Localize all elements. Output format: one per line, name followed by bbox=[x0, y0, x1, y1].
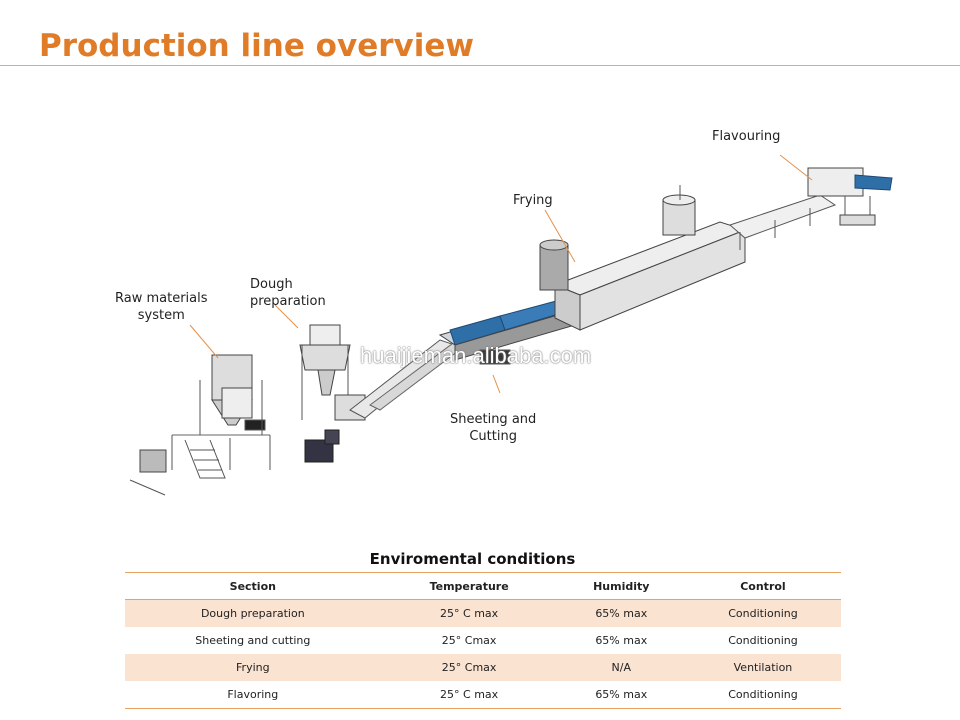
dough-preparation-equipment bbox=[299, 324, 366, 463]
table-row: Flavoring 25° C max 65% max Conditioning bbox=[125, 681, 841, 709]
table-cell: 65% max bbox=[557, 681, 685, 709]
table-row: Dough preparation 25° C max 65% max Cond… bbox=[125, 599, 841, 627]
sheeting-cutting-equipment bbox=[438, 299, 577, 365]
cooling-conveyor bbox=[729, 194, 837, 250]
watermark: huaijieman.alibaba.com bbox=[360, 343, 592, 368]
flavouring-equipment bbox=[807, 167, 893, 226]
label-raw-materials: Raw materials system bbox=[115, 291, 208, 323]
table-cell: Conditioning bbox=[684, 599, 841, 627]
title-divider bbox=[0, 65, 960, 66]
table-cell: N/A bbox=[557, 654, 685, 681]
production-line-diagram bbox=[129, 154, 893, 496]
table-title: Enviromental conditions bbox=[369, 550, 576, 568]
page-title: Production line overview bbox=[39, 28, 474, 64]
table-row: Sheeting and cutting 25° Cmax 65% max Co… bbox=[125, 627, 841, 654]
table-cell: Flavoring bbox=[125, 681, 381, 709]
table-cell: Conditioning bbox=[684, 681, 841, 709]
column-header: Control bbox=[684, 572, 841, 600]
column-header: Temperature bbox=[380, 572, 558, 600]
table-cell: 25° Cmax bbox=[441, 634, 497, 647]
environmental-conditions-table: Section Temperature Humidity Control Dou… bbox=[125, 572, 841, 709]
table-header-row: Section Temperature Humidity Control bbox=[125, 572, 841, 600]
table-row: Frying 25° Cmax N/A Ventilation bbox=[125, 654, 841, 681]
label-frying: Frying bbox=[513, 193, 553, 208]
table-cell: 25° C max bbox=[380, 599, 558, 627]
label-flavouring: Flavouring bbox=[712, 129, 781, 144]
raw-materials-equipment bbox=[129, 354, 271, 496]
table-cell: Frying bbox=[125, 654, 381, 681]
table-cell: Sheeting and cutting bbox=[195, 634, 311, 647]
label-sheeting-cutting: Sheeting and Cutting bbox=[450, 412, 537, 444]
column-header: Humidity bbox=[557, 572, 685, 600]
table-cell: 25° C max bbox=[380, 681, 558, 709]
callout-arrows bbox=[189, 154, 813, 394]
table-cell: 65% max bbox=[557, 599, 685, 627]
table-cell: 65% max bbox=[595, 634, 648, 647]
table-cell: Ventilation bbox=[684, 654, 841, 681]
table-cell: Conditioning bbox=[728, 634, 798, 647]
fryer-equipment bbox=[539, 185, 747, 331]
table-cell: Dough preparation bbox=[125, 599, 381, 627]
column-header: Section bbox=[125, 572, 381, 600]
table-cell: 25° Cmax bbox=[380, 654, 558, 681]
label-dough-preparation: Dough preparation bbox=[250, 277, 326, 309]
